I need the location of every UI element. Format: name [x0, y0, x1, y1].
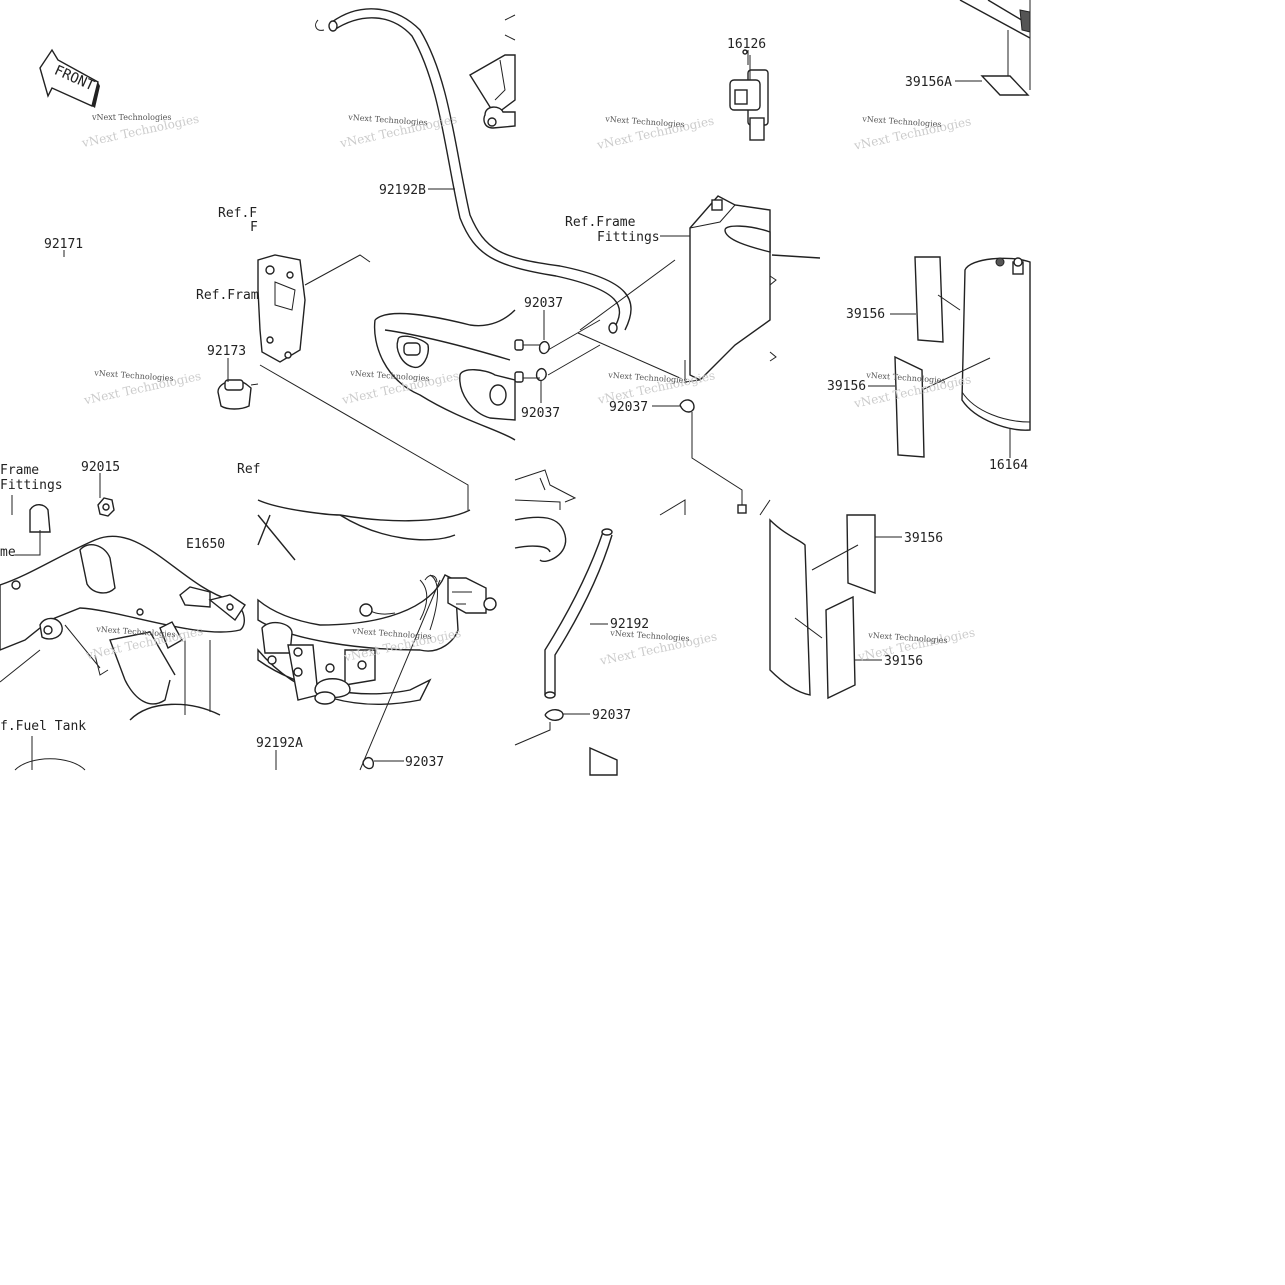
label-92015: 92015 [81, 460, 120, 475]
tank-assembly-lower [257, 499, 497, 771]
block-lower [589, 746, 618, 776]
hose-line-right [691, 412, 743, 512]
fuel-tank [373, 309, 516, 441]
bracket-top-center [469, 14, 516, 129]
label-92037-d: 92037 [592, 708, 631, 723]
watermark-5: vNext Technologies [93, 368, 174, 383]
frame-fittings-tray [684, 195, 771, 383]
part-92173 [217, 379, 259, 410]
ref-frame-top-2: F [250, 220, 258, 235]
pad-39156-lower [811, 514, 876, 700]
label-92037-e: 92037 [405, 755, 444, 770]
label-92037-b: 92037 [521, 406, 560, 421]
hose-92192 [514, 469, 613, 699]
guide-92037 [577, 332, 681, 379]
label-92171: 92171 [44, 237, 83, 252]
label-92192a: 92192A [256, 736, 303, 751]
guide-ref-frame [579, 259, 676, 331]
label-92037-a: 92037 [524, 296, 563, 311]
canister-16164 [961, 257, 1031, 431]
ref-fuel-tank: f.Fuel Tank [0, 719, 86, 734]
label-92037-c: 92037 [609, 400, 648, 415]
clamp-92037-right [679, 399, 695, 413]
ref-frame-top: Ref.F [218, 206, 257, 221]
clamp-top [315, 19, 325, 31]
bracket-39156a [959, 0, 1031, 96]
tab-lower [659, 499, 686, 516]
pad-39156-upper [894, 256, 991, 458]
ref-left-line3: me [0, 545, 16, 560]
watermark-6: vNext Technologies [349, 369, 430, 384]
nut-92015 [97, 497, 115, 517]
label-39156-b: 39156 [827, 379, 866, 394]
leader-lines [63, 50, 1011, 770]
ref-frame-right-line2: Fittings [597, 230, 660, 245]
part-labels: 16126 39156A 92192B 92171 92173 92037 92… [44, 37, 1028, 770]
label-92192b: 92192B [379, 183, 426, 198]
ref-left-line1: Frame [0, 463, 39, 478]
clamp-92037-lower [544, 709, 564, 721]
watermark-1: vNext Technologies [91, 113, 171, 122]
tab-mid-right-2 [769, 275, 777, 286]
frame-assembly-lower-left [0, 504, 246, 721]
label-e1650: E1650 [186, 537, 225, 552]
canister-lower [769, 518, 823, 696]
label-16126: 16126 [727, 37, 766, 52]
label-39156-c: 39156 [904, 531, 943, 546]
ref-left-line2: Fittings [0, 478, 63, 493]
hose-92192b [328, 8, 632, 334]
watermark-3: vNext Technologies [604, 115, 685, 130]
tab-mid-right [769, 351, 777, 362]
label-16164: 16164 [989, 458, 1028, 473]
watermark-2: vNext Technologies [347, 113, 428, 128]
tab-lower-2 [759, 499, 771, 516]
label-92192: 92192 [610, 617, 649, 632]
label-39156-d: 39156 [884, 654, 923, 669]
ref-mid-cut: Ref [237, 462, 260, 477]
fitting [737, 504, 747, 514]
rod [771, 254, 821, 259]
guide-left-me [15, 530, 41, 556]
ref-frame-right-line1: Ref.Frame [565, 215, 636, 230]
clamp-92037-lower-left [362, 756, 375, 770]
reference-labels: Ref.F F Ref.Fram Ref.Frame Fittings Fram… [0, 206, 660, 734]
label-39156-a: 39156 [846, 307, 885, 322]
label-92173: 92173 [207, 344, 246, 359]
guide-lower [514, 722, 551, 746]
frame-bracket-left [257, 254, 371, 363]
guide-line-tank [259, 364, 469, 510]
front-arrow-icon: FRONT [39, 48, 100, 108]
label-39156a: 39156A [905, 75, 952, 90]
clamps-center [514, 319, 601, 383]
solenoid-valve-16126 [729, 49, 769, 141]
fuel-tank-outline-lower [14, 758, 86, 771]
watermark-4: vNext Technologies [861, 114, 942, 129]
ref-frame-mid: Ref.Fram [196, 288, 259, 303]
